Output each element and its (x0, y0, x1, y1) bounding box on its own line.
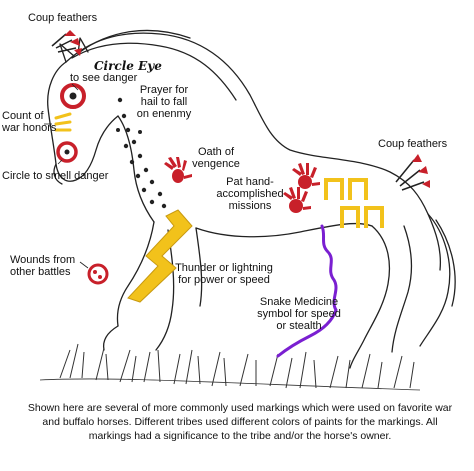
label-coup-feathers-right: Coup feathers (378, 138, 448, 150)
label-count-war-honors-line-2: war honors (2, 122, 57, 134)
pointer-lines (44, 83, 89, 269)
hail-dots-icon (116, 97, 167, 209)
caption: Shown here are several of more commonly … (27, 402, 453, 442)
label-prayer-line-1: Prayer for (139, 84, 189, 96)
label-snake: Snake Medicine symbol for speed or steal… (252, 296, 346, 332)
nostril-circle-icon (56, 141, 78, 163)
label-oath-line-2: vengence (192, 158, 240, 170)
label-count-war-honors: Count of war honors (2, 110, 56, 134)
label-snake-line-2: symbol for speed (257, 308, 341, 320)
label-pat-hand-line-1: Pat hand- (226, 176, 274, 188)
coup-feathers-right-icon (395, 154, 430, 191)
label-oath: Oath of vengence (188, 146, 244, 170)
label-thunder: Thunder or lightning for power or speed (168, 262, 280, 286)
label-wounds-line-2: other battles (10, 266, 71, 278)
label-snake-line-1: Snake Medicine (259, 296, 339, 308)
lightning-icon (127, 209, 193, 303)
label-prayer: Prayer for hail to fall on enenmy (132, 84, 196, 120)
coup-marks-icon (324, 178, 384, 228)
pat-hand-icon (283, 163, 320, 213)
label-prayer-line-3: on enenmy (136, 108, 192, 120)
label-pat-hand-line-2: accomplished (216, 188, 284, 200)
label-thunder-line-2: for power or speed (178, 274, 270, 286)
label-circle-smell: Circle to smell danger (2, 170, 109, 182)
label-oath-line-1: Oath of (197, 146, 235, 158)
red-hand-icon (164, 157, 192, 183)
snake-medicine-icon (276, 224, 338, 358)
label-prayer-line-2: hail to fall (140, 96, 188, 108)
label-circle-eye: Circle Eye (94, 59, 162, 73)
label-pat-hand: Pat hand- accomplished missions (214, 176, 286, 212)
label-see-danger: to see danger (70, 72, 138, 84)
war-honors-icon (54, 112, 72, 132)
grass (39, 343, 421, 391)
label-thunder-line-1: Thunder or lightning (175, 262, 273, 274)
circle-eye-icon (60, 83, 86, 109)
label-coup-feathers-left: Coup feathers (28, 12, 98, 24)
label-wounds-line-1: Wounds from (10, 254, 76, 266)
horse-outline (47, 29, 456, 369)
label-count-war-honors-line-1: Count of (2, 110, 44, 122)
label-wounds: Wounds from other battles (10, 254, 75, 278)
wound-circle-icon (87, 263, 109, 285)
label-snake-line-3: or stealth (276, 320, 322, 332)
label-pat-hand-line-3: missions (228, 200, 272, 212)
coup-feathers-left-icon (51, 30, 82, 56)
